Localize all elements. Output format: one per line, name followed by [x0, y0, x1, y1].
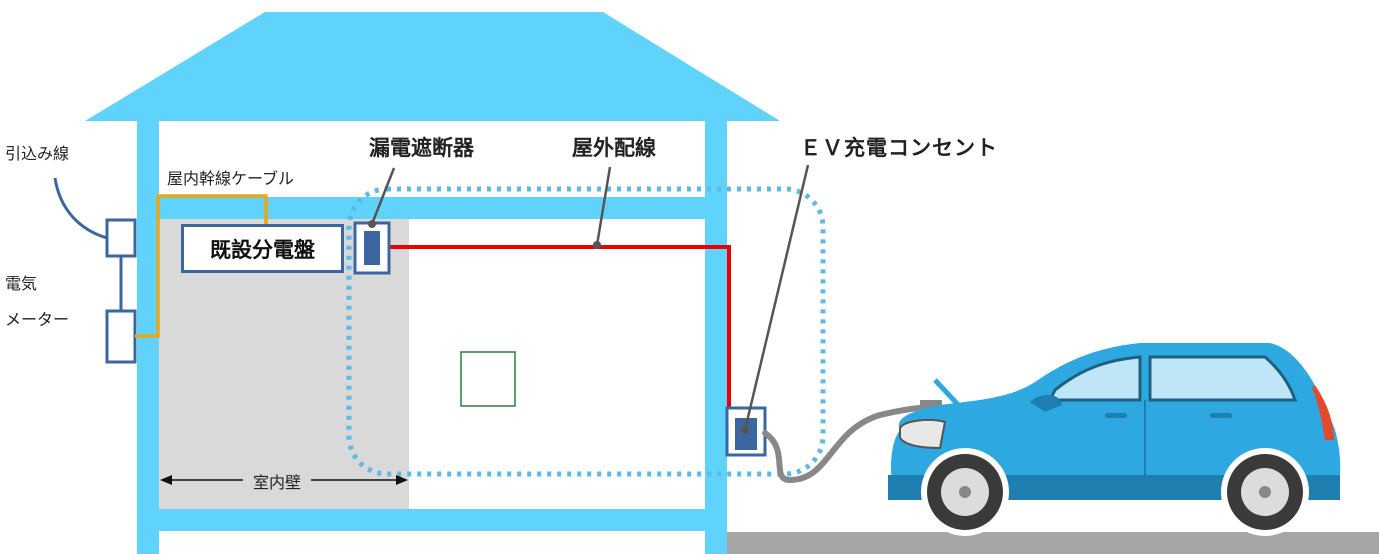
car-door-handle-rear	[1210, 413, 1232, 418]
ground	[727, 532, 1379, 554]
outdoor-wiring-label: 屋外配線	[572, 136, 656, 160]
car-window-front	[1047, 355, 1142, 402]
ev-outlet-device	[735, 418, 757, 450]
meter-label-line1: 電気	[5, 274, 38, 293]
ev-outlet-label: ＥＶ充電コンセント	[800, 136, 998, 160]
breaker-leader-dot	[368, 220, 376, 228]
breaker-device	[364, 231, 380, 265]
ev-outlet-leader-dot	[741, 426, 749, 434]
trunk-cable-label: 屋内幹線ケーブル	[167, 169, 295, 188]
house-floor	[137, 509, 727, 531]
rear-wheel-center	[1259, 486, 1271, 498]
electric-meter-box	[105, 309, 137, 364]
trunk-cable	[135, 194, 268, 338]
ev-outlet-leader-line	[743, 164, 810, 431]
car-headlight	[899, 419, 947, 450]
electric-car	[888, 343, 1341, 536]
service-drop-wire	[53, 177, 108, 240]
front-wheel-center	[959, 486, 971, 498]
meter-label-line2: メーター	[5, 310, 70, 329]
interior-wall-label: 室内壁	[243, 469, 312, 493]
service-drop-label: 引込み線	[5, 144, 70, 163]
outdoor-wiring-leader-line	[595, 166, 612, 246]
breaker-leader-line	[370, 167, 396, 225]
house-roof	[85, 12, 780, 121]
interior-wall-arrow-left-head	[160, 475, 172, 485]
interior-wall-arrow-right-head	[396, 475, 408, 485]
ev-work-area-outline	[346, 186, 826, 477]
existing-distribution-panel: 既設分電盤	[181, 224, 344, 273]
car-window-rear	[1148, 355, 1298, 402]
charging-cable	[762, 404, 941, 484]
car-taillight	[1312, 385, 1334, 440]
outdoor-wiring	[390, 245, 731, 409]
house-ceiling	[137, 197, 727, 219]
outdoor-wiring-leader-dot	[593, 241, 601, 249]
service-entrance-box	[105, 218, 137, 258]
breaker-label: 漏電遮断器	[369, 136, 474, 160]
car-door-handle-front	[1105, 413, 1127, 418]
car-side-mirror	[1030, 394, 1062, 412]
small-square-marker	[460, 351, 516, 407]
house-right-wall	[705, 121, 727, 554]
